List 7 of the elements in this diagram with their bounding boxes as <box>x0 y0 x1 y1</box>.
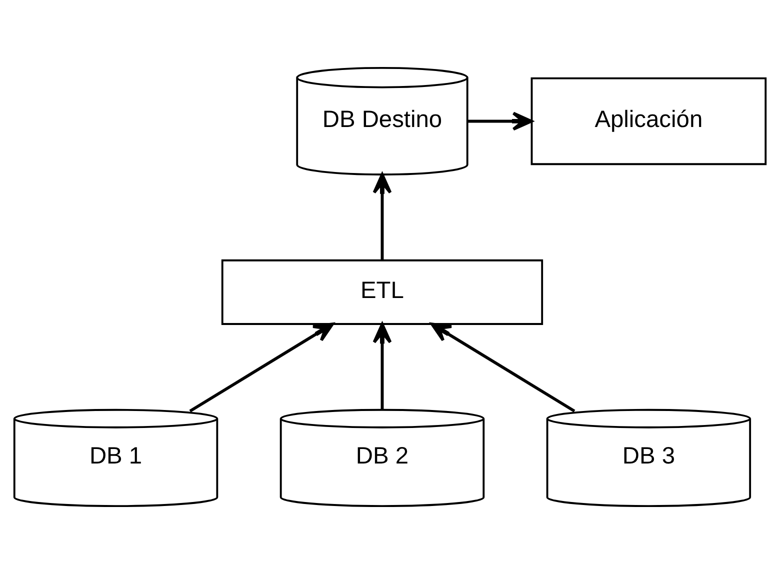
arrow <box>430 322 576 412</box>
arrow <box>468 112 533 131</box>
arrow <box>372 173 392 260</box>
node-box: Aplicación <box>530 77 767 166</box>
arrow <box>189 322 334 412</box>
arrow <box>372 322 392 410</box>
node-box: ETL <box>221 259 544 325</box>
